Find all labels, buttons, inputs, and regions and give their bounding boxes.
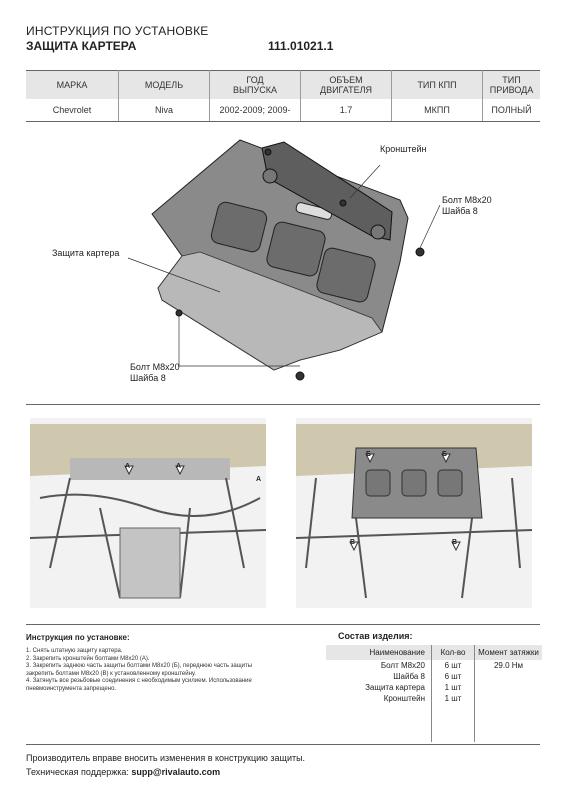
- label-washer-bottom: Шайба 8: [130, 373, 166, 383]
- article-number: 111.01021.1: [268, 39, 334, 53]
- item-torque: [474, 693, 542, 704]
- item-qty: 6 шт: [431, 671, 475, 682]
- label-bracket: Кронштейн: [380, 144, 427, 154]
- item-name: Болт М8х20: [380, 661, 425, 670]
- composition-header-cell: Момент затяжки: [474, 645, 542, 660]
- item-qty: 6 шт: [431, 660, 475, 671]
- spec-value-row: Chevrolet Niva 2002-2009; 2009- 1.7 МКПП…: [26, 99, 540, 122]
- spec-value-cell: Niva: [118, 99, 210, 122]
- marker-v-label: В: [350, 539, 356, 546]
- marker-b-label: Б: [366, 451, 372, 458]
- support-email-link[interactable]: supp@rivalauto.com: [131, 767, 221, 777]
- table-row: Шайба 8 6 шт: [326, 671, 542, 682]
- item-qty: 1 шт: [431, 693, 475, 704]
- photo-before-installation: А А А: [30, 418, 266, 608]
- table-row: Кронштейн 1 шт: [326, 693, 542, 704]
- marker-a-label: А: [125, 463, 131, 470]
- item-torque: 29.0 Нм: [474, 660, 542, 671]
- support-line: Техническая поддержка: supp@rivalauto.co…: [26, 767, 220, 777]
- item-name: Защита картера: [365, 683, 425, 692]
- support-label: Техническая поддержка:: [26, 767, 132, 777]
- label-bolt-top: Болт М8х20: [442, 195, 492, 205]
- spec-header-cell: МОДЕЛЬ: [118, 70, 210, 99]
- instruction-step: пневмоинструмента запрещено.: [26, 685, 117, 692]
- spec-header-cell: ТИП КПП: [391, 70, 483, 99]
- marker-b: [349, 453, 461, 552]
- photo-after-installation: Б Б В В abap: [296, 418, 532, 608]
- label-guard: Защита картера: [52, 248, 120, 258]
- label-washer-top: Шайба 8: [442, 206, 478, 216]
- marker-a-label: А: [256, 476, 262, 483]
- instruction-step: 2. Закрепить кронштейн болтами М8х20 (А)…: [26, 655, 150, 662]
- label-bolt-bottom: Болт М8х20: [130, 362, 180, 372]
- item-torque: [474, 682, 542, 693]
- spec-value-cell: ПОЛНЫЙ: [482, 99, 540, 122]
- item-name: Кронштейн: [383, 694, 425, 703]
- bolt-shapes: [175, 148, 425, 381]
- spec-value-cell: Chevrolet: [26, 99, 119, 122]
- spec-value-cell: 1.7: [300, 99, 392, 122]
- composition-table: Наименование Кол-во Момент затяжки Болт …: [326, 645, 542, 742]
- spec-value-cell: МКПП: [391, 99, 483, 122]
- spec-value-cell: 2002-2009; 2009-: [209, 99, 301, 122]
- product-name: ЗАЩИТА КАРТЕРА: [26, 39, 137, 53]
- composition-header-row: Наименование Кол-во Момент затяжки: [326, 645, 542, 660]
- marker-a-label: А: [176, 463, 182, 470]
- table-row: Защита картера 1 шт: [326, 682, 542, 693]
- composition-header-cell: Кол-во: [431, 645, 475, 660]
- instructions-title: Инструкция по установке:: [26, 633, 130, 642]
- instruction-step: 1. Снять штатную защиту картера.: [26, 648, 123, 654]
- composition-header-cell: Наименование: [326, 645, 432, 660]
- spec-header-cell: МАРКА: [26, 70, 119, 99]
- table-row: Болт М8х20 6 шт 29.0 Нм: [326, 660, 542, 671]
- composition-title: Состав изделия:: [338, 631, 413, 641]
- marker-v-label: В: [452, 539, 458, 546]
- instruction-step: 3. Закрепить заднюю часть защиты болтами…: [26, 663, 253, 669]
- marker-b-label: Б: [442, 451, 448, 458]
- marker-a: [124, 465, 185, 476]
- leader-lines: [127, 164, 441, 367]
- instruction-step: 4. Затянуть все резьбовые соединения с н…: [26, 678, 252, 684]
- item-torque: [474, 671, 542, 682]
- divider: [26, 404, 540, 405]
- instructions-steps: 1. Снять штатную защиту картера. 2. Закр…: [26, 648, 316, 693]
- document-title: ИНСТРУКЦИЯ ПО УСТАНОВКЕ: [26, 24, 209, 38]
- item-qty: 1 шт: [431, 682, 475, 693]
- instruction-step: закрепить болтами М8х20 (В) к установлен…: [26, 670, 196, 677]
- divider: [26, 624, 540, 625]
- exploded-diagram: [127, 139, 441, 381]
- bracket-shape: [261, 141, 393, 241]
- item-name: Шайба 8: [393, 672, 425, 681]
- disclaimer-text: Производитель вправе вносить изменения в…: [26, 753, 306, 763]
- divider: [26, 744, 540, 745]
